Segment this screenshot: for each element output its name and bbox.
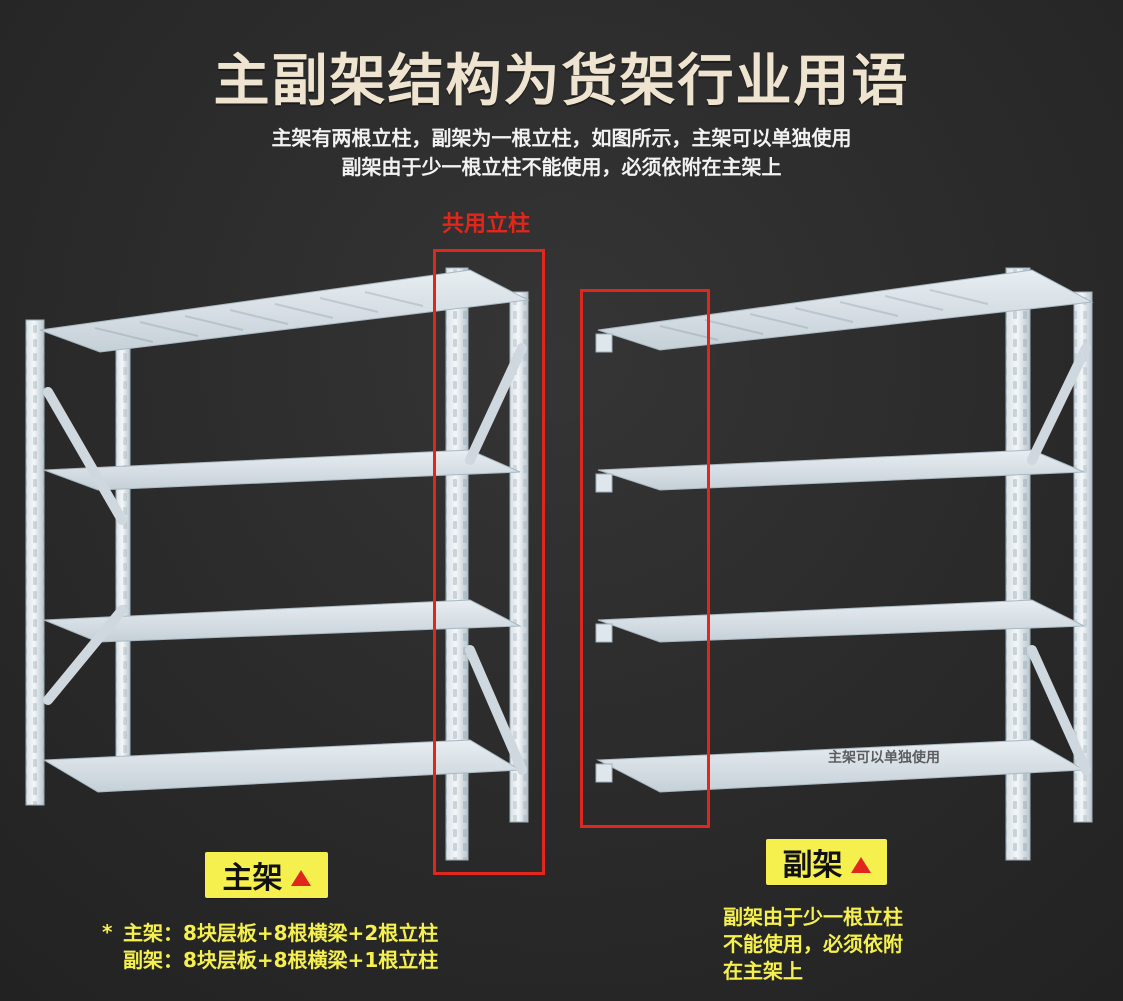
missing-upright-highlight-box <box>580 289 710 828</box>
page-title: 主副架结构为货架行业用语 <box>213 49 910 114</box>
subtitle-line-1: 主架有两根立柱，副架为一根立柱，如图所示，主架可以单独使用 <box>271 126 852 150</box>
up-arrow-icon <box>290 870 311 886</box>
subtitle-line-2: 副架由于少一根立柱不能使用，必须依附在主架上 <box>341 155 782 179</box>
sub-frame-badge: 副架 <box>766 839 887 885</box>
shared-uprights-label: 共用立柱 <box>442 212 531 237</box>
main-frame-badge-label: 主架 <box>222 861 283 896</box>
sub-frame-badge-label: 副架 <box>782 848 843 883</box>
notes-row-sub: 副架：8块层板+8根横梁+1根立柱 <box>102 947 438 974</box>
sub-explanation-line-2: 不能使用，必须依附 <box>723 932 903 956</box>
note-bullet: * <box>102 920 113 944</box>
frame-composition-notes: * 主架：8块层板+8根横梁+2根立柱 副架：8块层板+8根横梁+1根立柱 <box>102 920 438 974</box>
sub-frame-explanation: 副架由于少一根立柱 不能使用，必须依附 在主架上 <box>723 904 903 985</box>
sub-frame-shelving <box>595 267 1094 861</box>
image-overlay-text: 主架可以单独使用 <box>828 750 940 766</box>
main-frame-badge: 主架 <box>205 852 328 898</box>
sub-explanation-line-1: 副架由于少一根立柱 <box>723 905 903 929</box>
notes-row-main: * 主架：8块层板+8根横梁+2根立柱 <box>102 920 438 947</box>
main-frame-shelving <box>25 267 530 861</box>
sub-explanation-line-3: 在主架上 <box>723 959 803 983</box>
up-arrow-icon <box>850 857 871 873</box>
main-frame-composition: 主架：8块层板+8根横梁+2根立柱 <box>122 921 439 945</box>
shared-upright-highlight-box <box>433 249 545 875</box>
sub-frame-composition: 副架：8块层板+8根横梁+1根立柱 <box>122 948 439 972</box>
